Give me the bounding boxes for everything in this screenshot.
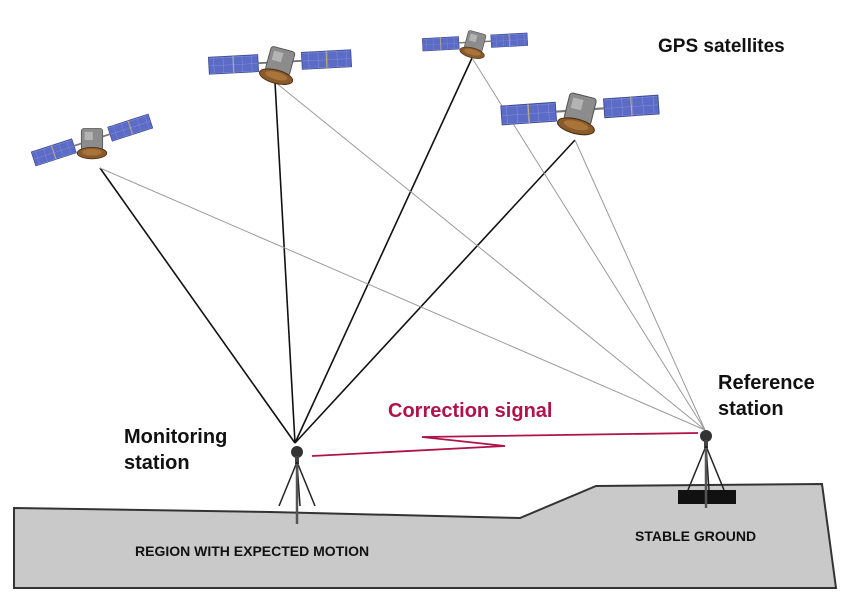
reference-station-label: Reference station [718, 370, 815, 422]
stable-ground-label: STABLE GROUND [635, 528, 757, 544]
correction-signal-label: Correction signal [388, 400, 553, 422]
satellite-icon [495, 57, 665, 163]
correction-signal-path [311, 432, 699, 457]
region-label: REGION WITH EXPECTED MOTION [135, 543, 370, 559]
reference-label-line1: Reference [718, 372, 815, 394]
monitoring-label-line2: station [124, 452, 190, 474]
monitoring-signal-lines [99, 57, 576, 444]
monitoring-station-label: Monitoring station [124, 424, 227, 476]
satellite-icon [418, 6, 532, 78]
monitoring-label-line1: Monitoring [124, 426, 228, 448]
satellite-icon [30, 113, 154, 167]
satellite-icon [203, 13, 357, 111]
diagram-title: GPS satellites [658, 36, 785, 57]
reference-label-line2: station [718, 398, 784, 420]
